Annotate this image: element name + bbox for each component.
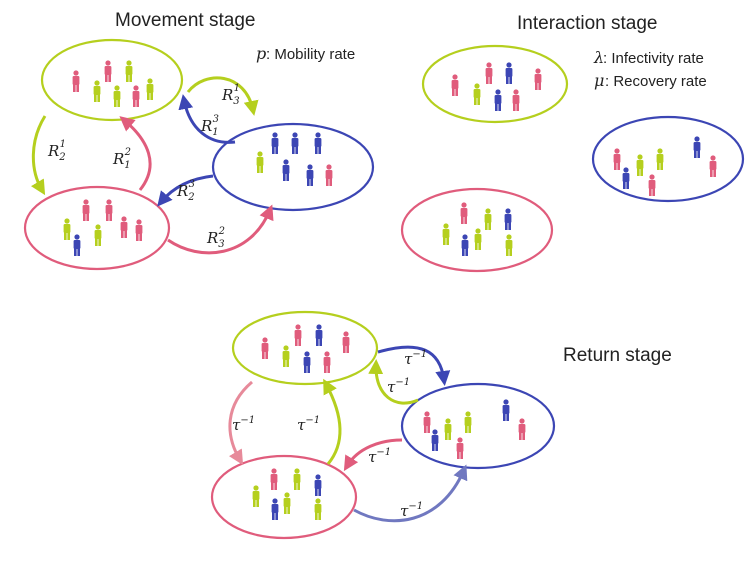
mobility-label: : Mobility rate: [266, 46, 355, 63]
population-pink-movement: [63, 199, 143, 256]
rate-r12-sub: 1: [124, 160, 130, 171]
rate-r31-sup: 1: [234, 83, 240, 94]
patch-pink-movement: [23, 185, 171, 271]
tau-label-6: τ−1: [400, 501, 423, 520]
arrow-green-to-blue: [186, 76, 259, 116]
arrow-green-to-pink: [30, 115, 47, 196]
tau-label-1: τ−1: [404, 349, 427, 368]
tau-2-sup: −1: [395, 377, 410, 388]
patch-pink-return: [210, 454, 358, 540]
infectivity-label: : Infectivity rate: [603, 50, 704, 67]
patch-blue-return: [400, 382, 556, 470]
tau-3-base: τ: [232, 416, 241, 434]
tau-label-4: τ−1: [297, 415, 320, 434]
rate-label-r32: R3 2: [206, 226, 225, 250]
recovery-symbol: μ: [594, 71, 604, 90]
rate-r12-sup: 2: [124, 147, 131, 158]
rate-r21-sub: 2: [58, 152, 65, 163]
movement-stage: R31 R13 R21 R12 R23 R32: [23, 38, 375, 271]
return-stage: τ−1 τ−1 τ−1 τ−1 τ−1 τ−1: [210, 310, 556, 540]
tau-5-base: τ: [368, 448, 377, 466]
arrow-blue-to-pink: [157, 174, 214, 207]
tau-4-base: τ: [297, 416, 306, 434]
rate-r12-base: R: [112, 150, 124, 168]
rate-r13-sup: 3: [213, 114, 219, 125]
rate-label-r31: R3 1: [221, 83, 240, 107]
population-green-interaction: [451, 62, 542, 111]
return-arrow-blue-green: [368, 359, 419, 405]
rate-r13-base: R: [200, 117, 212, 135]
arrow-pink-to-blue: [167, 204, 274, 255]
return-arrow-green-pink: [228, 380, 253, 466]
arrow-pink-to-green: [119, 116, 152, 191]
patch-green-return: [231, 310, 379, 386]
patch-blue-interaction: [591, 115, 745, 203]
rate-r23-sub: 2: [187, 192, 194, 203]
population-pink-return: [252, 468, 322, 520]
tau-2-base: τ: [387, 378, 396, 396]
tau-1-base: τ: [404, 350, 413, 368]
patch-green-movement: [40, 38, 184, 122]
rate-r32-sup: 2: [218, 226, 225, 237]
population-blue-return: [423, 399, 526, 459]
mobility-symbol: p: [256, 44, 266, 63]
infectivity-legend: λ : Infectivity rate: [593, 48, 704, 67]
mobility-legend: p : Mobility rate: [256, 44, 355, 63]
rate-r21-sup: 1: [60, 139, 66, 150]
tau-6-base: τ: [400, 502, 409, 520]
patch-green-interaction: [421, 44, 569, 124]
return-arrow-blue-pink: [343, 438, 403, 472]
movement-stage-title: Movement stage: [115, 10, 255, 31]
tau-6-sup: −1: [408, 501, 423, 512]
rate-label-r12: R1 2: [112, 147, 131, 171]
infectivity-symbol: λ: [593, 48, 604, 67]
population-pink-interaction: [442, 202, 513, 256]
population-blue-interaction: [613, 136, 717, 196]
tau-3-sup: −1: [240, 415, 255, 426]
rate-label-r13: R1 3: [200, 114, 219, 138]
tau-5-sup: −1: [376, 447, 391, 458]
rate-label-r21: R2 1: [47, 139, 66, 163]
rate-r32-sub: 3: [218, 239, 224, 250]
rate-label-r23: R2 3: [176, 179, 195, 203]
tau-label-5: τ−1: [368, 447, 391, 466]
interaction-stage: [400, 44, 745, 273]
rate-r23-base: R: [176, 182, 188, 200]
population-blue-movement: [256, 132, 333, 186]
arrow-blue-to-green: [178, 94, 236, 144]
patch-blue-movement: [211, 122, 375, 212]
patch-pink-interaction: [400, 187, 554, 273]
rate-r23-sup: 3: [189, 179, 195, 190]
population-green-return: [261, 324, 350, 373]
tau-label-3: τ−1: [232, 415, 255, 434]
tau-label-2: τ−1: [387, 377, 410, 396]
recovery-label: : Recovery rate: [605, 73, 707, 90]
return-arrow-green-blue: [377, 345, 451, 386]
rate-r31-base: R: [221, 86, 233, 104]
return-arrow-pink-blue: [353, 464, 468, 523]
tau-4-sup: −1: [305, 415, 320, 426]
rate-r32-base: R: [206, 229, 218, 247]
rate-r13-sub: 1: [212, 127, 218, 138]
population-green-movement: [72, 60, 154, 107]
rate-r21-base: R: [47, 142, 59, 160]
return-arrow-pink-green: [323, 378, 342, 465]
recovery-legend: μ : Recovery rate: [594, 71, 707, 90]
return-stage-title: Return stage: [563, 345, 672, 366]
interaction-stage-title: Interaction stage: [517, 13, 657, 34]
tau-1-sup: −1: [412, 349, 427, 360]
rate-r31-sub: 3: [233, 96, 239, 107]
